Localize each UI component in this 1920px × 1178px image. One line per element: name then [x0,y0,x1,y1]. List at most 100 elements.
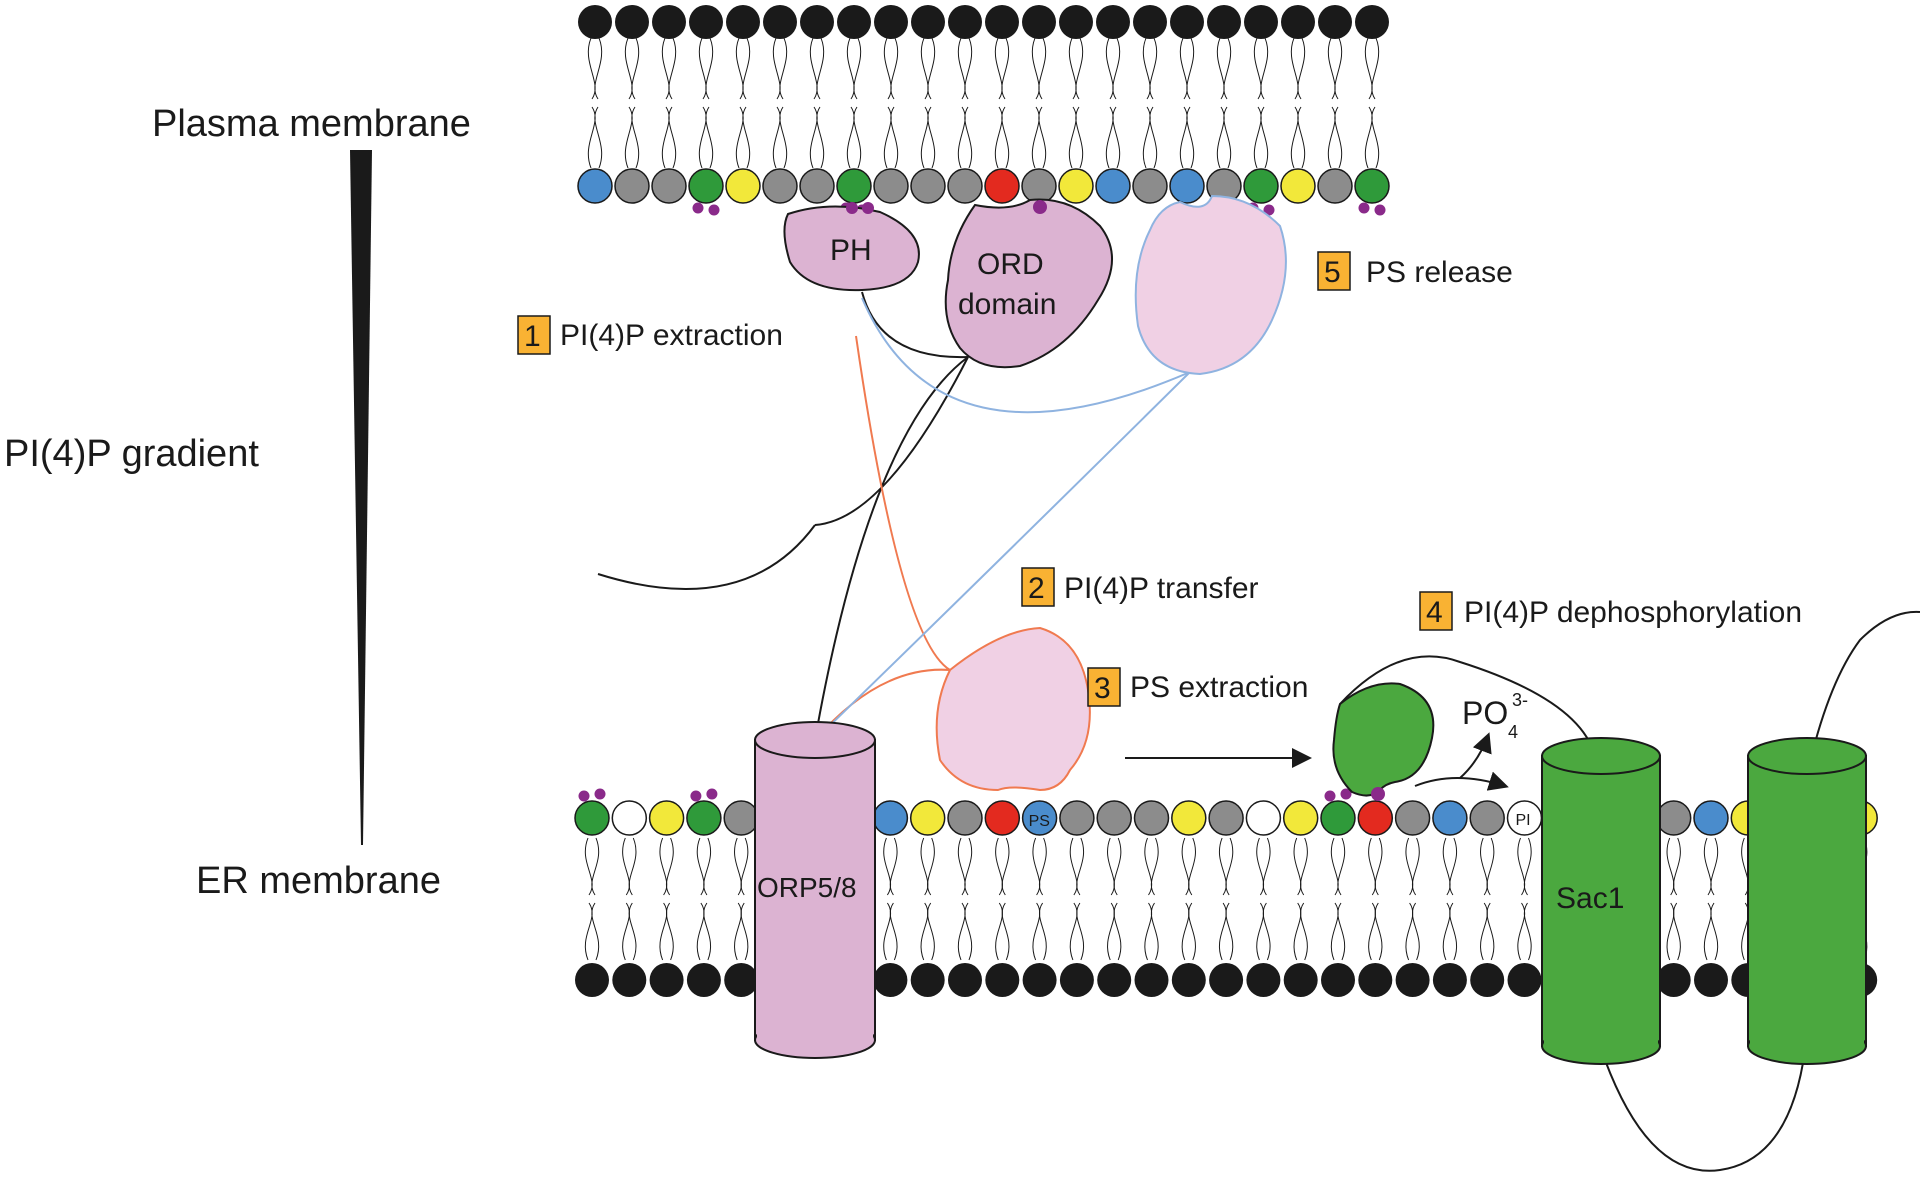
lipid-tail [1666,837,1675,896]
lipid-headgroup [1097,963,1132,997]
lipid-headgroup-pc [651,168,687,204]
lipid-headgroup [873,963,908,997]
lipid-tail [1031,106,1040,169]
lipid-tail [1710,902,1719,961]
lipid-headgroup-pc [799,168,835,204]
lipid-tail [927,37,936,100]
lipid-headgroup-pc [947,800,983,836]
lipid-tail [1523,902,1532,961]
lipid-tail [1069,902,1078,961]
lipid-headgroup-pip2 [1243,168,1279,204]
lipid-headgroup [1656,963,1691,997]
lipid-tail [1038,106,1047,169]
lipid-tail [1150,902,1159,961]
lipid-headgroup [575,963,609,997]
lipid-headgroup-pc [614,168,650,204]
phosphate-group [594,788,606,800]
lipid-tail [1038,37,1047,100]
lipid-tail [1223,106,1232,169]
lipid-headgroup [763,5,797,39]
lipid-headgroup [985,5,1019,39]
lipid-tail [1038,837,1047,896]
svg-text:4: 4 [1426,596,1443,629]
svg-text:PO: PO [1462,695,1508,731]
lipid-tail [1216,37,1225,100]
lipid-tail [659,837,668,896]
gradient-wedge [350,150,372,845]
svg-text:PI(4)P transfer: PI(4)P transfer [1064,572,1259,605]
lipid-tail [1480,902,1488,961]
lipid-tail [1076,837,1085,896]
lipid-tail [631,106,640,169]
lipid-tail [883,37,892,100]
lipid-tail [1256,902,1265,961]
lipid-headgroup [578,5,612,39]
lipid-tail [1293,837,1302,896]
lipid-tail [1256,837,1265,896]
lipid-headgroup-ps [872,800,909,836]
lipid-tail [1105,106,1114,169]
lipid-tail [1374,837,1383,896]
lipid-tail [1225,902,1234,961]
lipid-headgroup [1059,5,1093,39]
lipid-tail [995,837,1003,896]
lipid-tail [853,37,862,100]
lipid-tail [1673,837,1681,896]
ord-domain: ORD domain [944,198,1113,369]
lipid-headgroup-ps [1432,800,1468,836]
lipid-tail [1523,837,1532,896]
lipid-tail [1181,837,1190,896]
lipid-tail [1337,902,1346,961]
lipid-headgroup [1470,963,1505,997]
lipid-tail [742,106,751,169]
lipid-headgroup [1318,5,1352,39]
plasma-membrane-tails [587,37,1380,169]
step-2: 2 PI(4)P transfer [1021,567,1259,607]
lipid-tail [994,106,1003,169]
lipid-headgroup-pc [1132,168,1168,204]
lipid-tail [668,106,677,169]
lipid-tail [665,902,674,961]
lipid-tail [628,837,637,896]
lipid-tail [705,106,714,169]
lipid-headgroup [1059,963,1094,997]
lipid-tail [1368,837,1376,896]
phosphate-group [578,790,590,802]
lipid-headgroup-pi [611,800,648,836]
lipid-tail [587,106,596,169]
lipid-tail [1253,106,1262,169]
lipid-tail [816,37,825,100]
lipid-tail [735,106,744,169]
lipid-headgroup [1133,5,1167,39]
lipid-headgroup [1022,963,1057,997]
lipid-tail [1517,902,1526,961]
lipid-tail [1262,837,1271,896]
lipid-headgroup-pi [1245,800,1282,836]
lipid-headgroup [948,963,982,997]
lipid-headgroup-pc [873,168,909,204]
lipid-tail [1703,837,1712,896]
lipid-headgroup [910,963,945,997]
lipid-headgroup [985,963,1020,997]
lipid-tail [1188,902,1196,961]
lipid-headgroup-pc [1133,800,1170,836]
lipid-headgroup-pc [1208,800,1244,836]
blue-tether-lower [814,371,1191,741]
svg-text:PS release: PS release [1366,256,1513,289]
lipid-tail [1334,106,1343,169]
lipid-tail [1364,106,1373,169]
lipid-tail [622,902,630,961]
lipid-tail [1107,837,1115,896]
phosphate-group [1324,790,1336,802]
lipid-tail [957,837,966,896]
lipid-headgroup [874,5,908,39]
ph-domain: PH [783,202,920,292]
lipid-tail [584,902,593,961]
lipid-tail [665,837,674,896]
er-membrane-tails [584,837,1868,961]
lipid-headgroup-pip2 [686,800,722,836]
lipid-headgroup [1209,963,1244,997]
lipid-headgroup-pc [723,800,759,836]
orp-label: ORP5/8 [757,872,857,903]
